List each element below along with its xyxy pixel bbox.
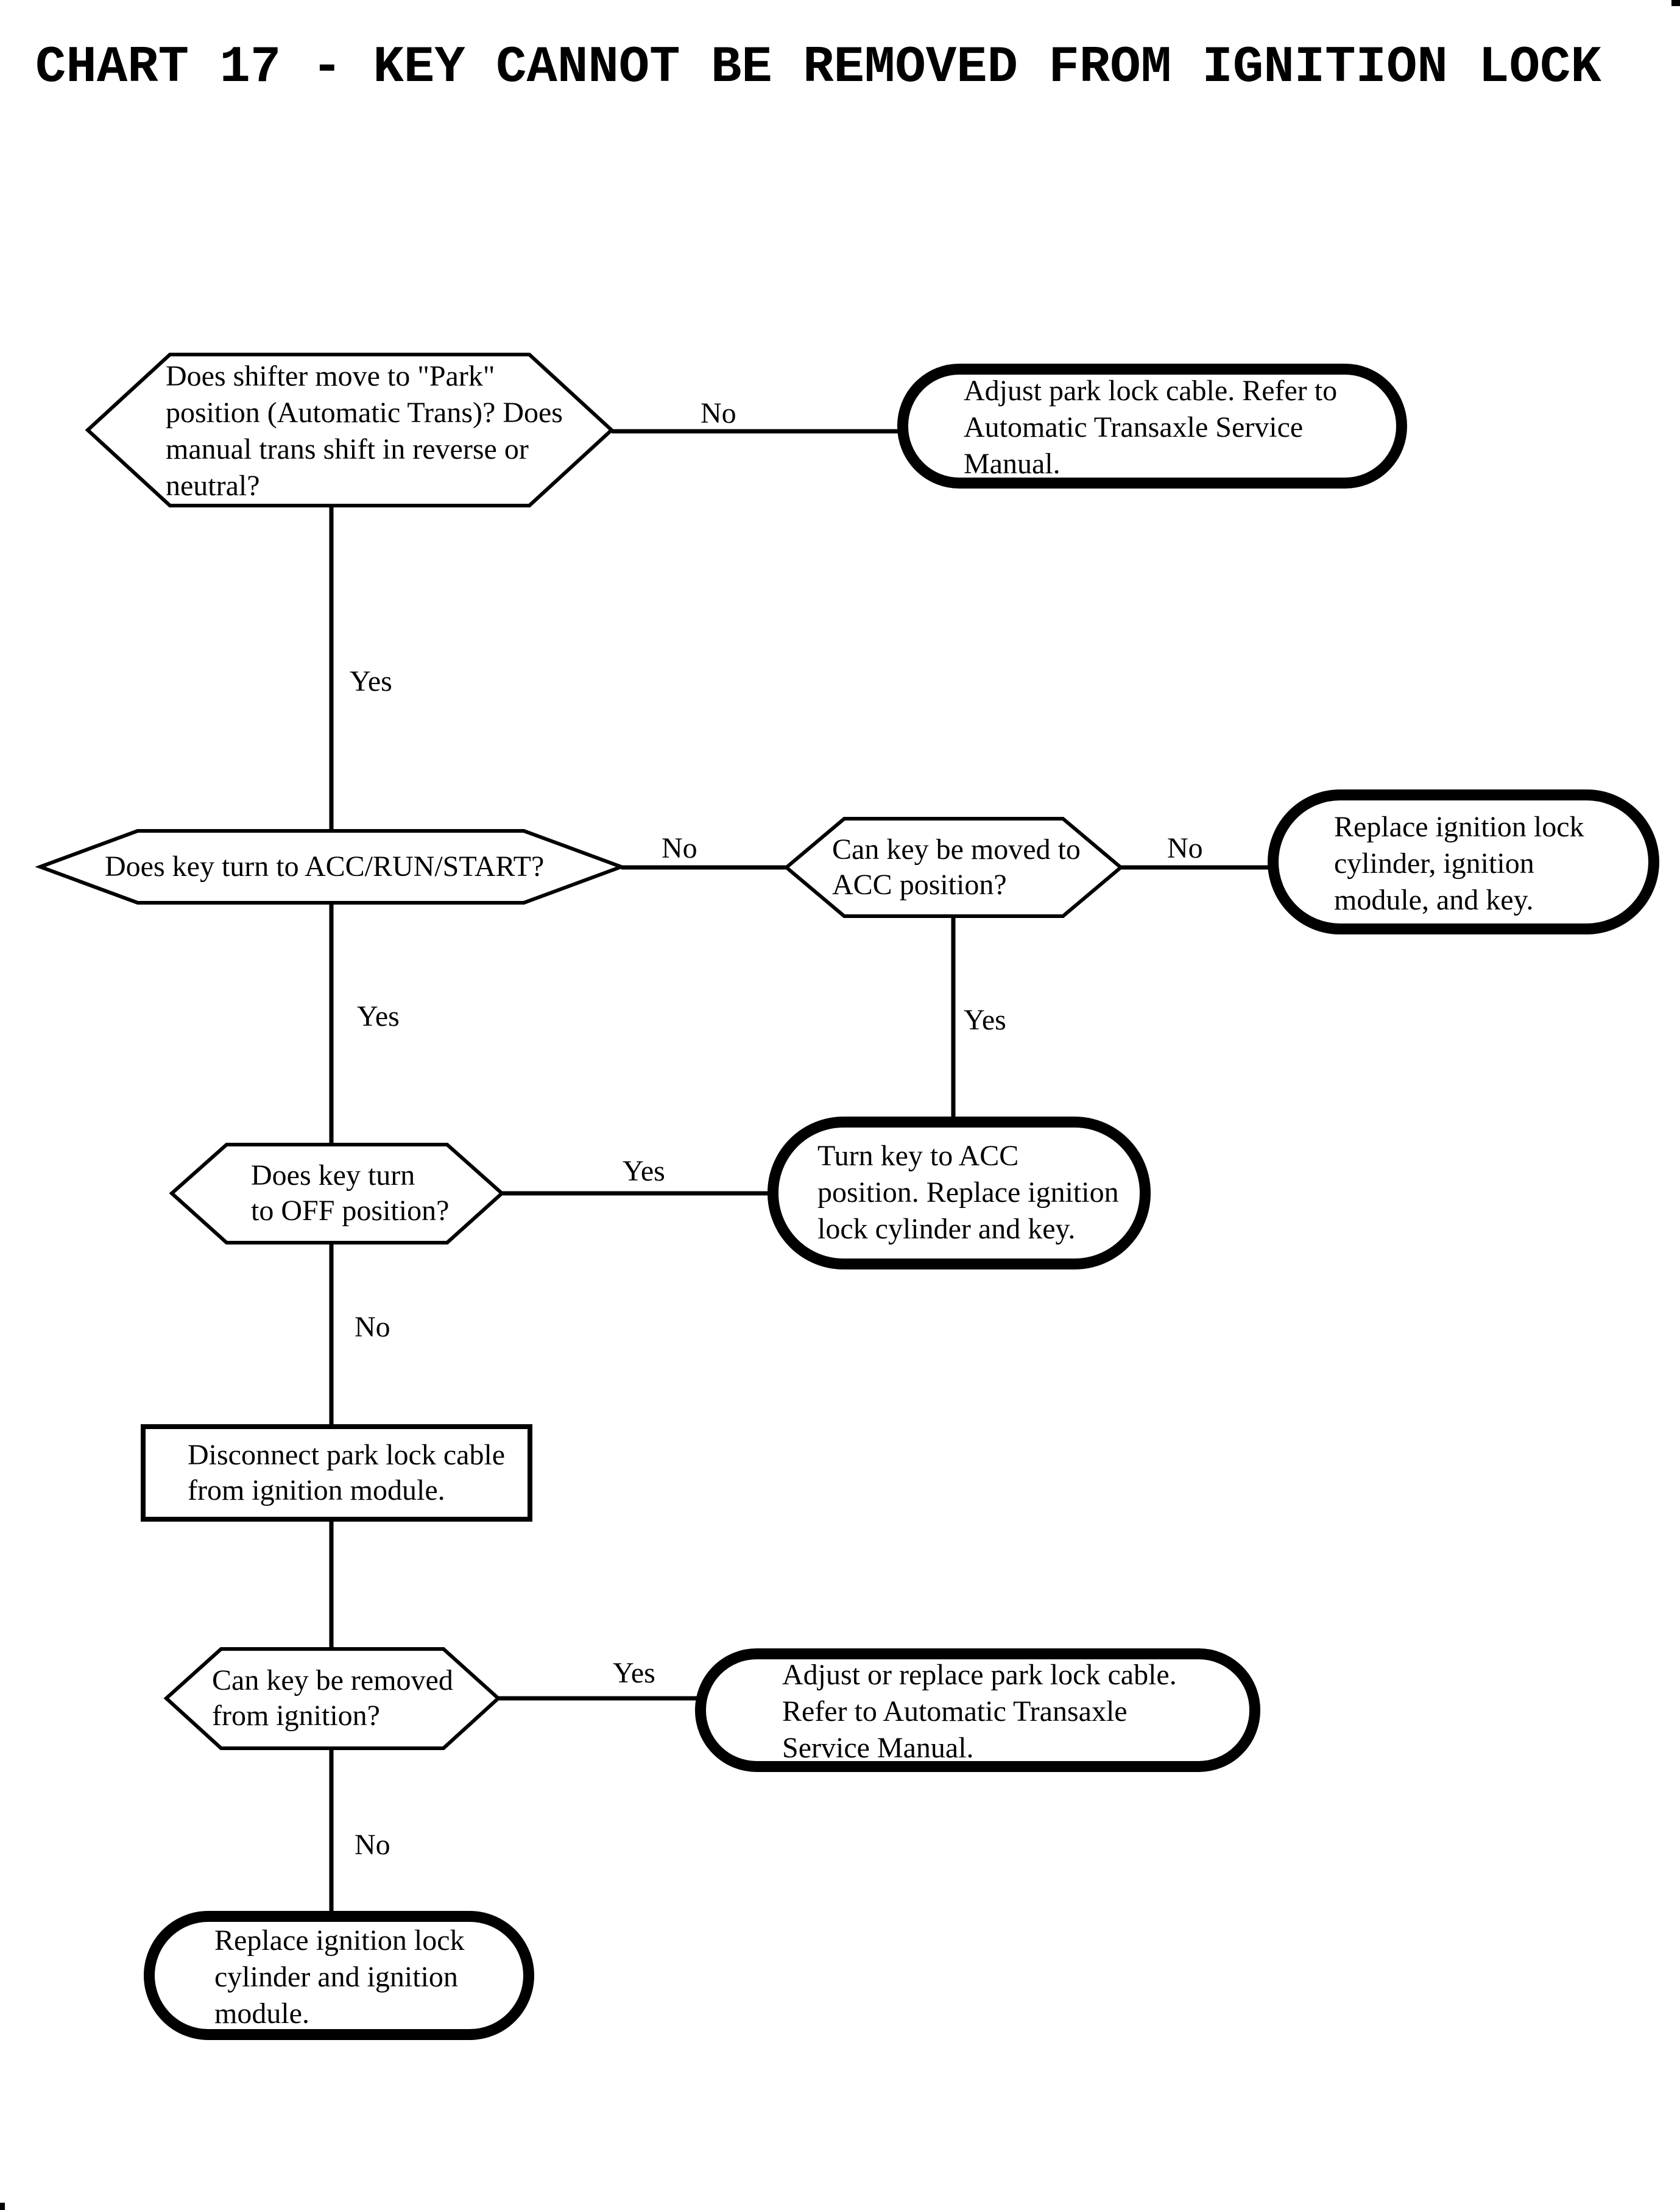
decision-shifter-park-text: Does shifter move to "Park" position (Au… xyxy=(166,360,563,502)
action-adjust-replace-cable-text: Adjust or replace park lock cable. Refer… xyxy=(782,1659,1177,1764)
connector-lines xyxy=(329,429,1274,1918)
oval-replace-cyl-mod xyxy=(144,1911,534,2040)
decision-key-off-text: Does key turn to OFF position? xyxy=(251,1159,450,1227)
page-title: CHART 17 - KEY CANNOT BE REMOVED FROM IG… xyxy=(35,39,1601,97)
process-disconnect-cable-text: Disconnect park lock cable from ignition… xyxy=(188,1439,506,1506)
decision-acc-run-start-text: Does key turn to ACC/RUN/START? xyxy=(105,850,545,883)
oval-adjust-park-cable xyxy=(897,364,1407,489)
oval-adjust-replace-cable xyxy=(695,1648,1260,1772)
rectangle-disconnect-cable xyxy=(141,1424,532,1522)
oval-replace-cyl-mod-key xyxy=(1268,789,1659,934)
decision-key-moved-acc-text: Can key be moved to ACC position? xyxy=(832,833,1081,901)
hexagon-key-off xyxy=(169,1143,505,1244)
edge-label-yes-5: Yes xyxy=(613,1657,655,1689)
edge-label-no-3: No xyxy=(1167,832,1203,864)
edge-label-no-5: No xyxy=(355,1829,390,1861)
action-turn-key-acc-text: Turn key to ACC position. Replace igniti… xyxy=(817,1140,1119,1245)
action-replace-cyl-mod-text: Replace ignition lock cylinder and ignit… xyxy=(214,1924,465,2030)
terminal-shapes xyxy=(144,364,1659,2040)
oval-turn-key-acc xyxy=(768,1117,1151,1269)
edge-label-no-4: No xyxy=(355,1311,390,1343)
action-replace-cyl-mod-key-text: Replace ignition lock cylinder, ignition… xyxy=(1334,811,1584,916)
scan-speck-top-right xyxy=(1671,0,1680,6)
hexagon-shifter-park xyxy=(85,353,615,507)
edge-label-yes-1: Yes xyxy=(350,665,392,697)
edge-label-no-2: No xyxy=(662,832,697,864)
hexagon-key-removed xyxy=(163,1647,501,1750)
hexagon-acc-run-start xyxy=(35,829,627,905)
edge-label-no-1: No xyxy=(701,397,736,429)
action-adjust-park-cable-text: Adjust park lock cable. Refer to Automat… xyxy=(964,375,1338,480)
edge-label-yes-4: Yes xyxy=(623,1155,665,1187)
decision-shapes xyxy=(35,353,1124,1750)
edge-label-yes-2: Yes xyxy=(357,1000,400,1033)
scan-speck-bottom-left xyxy=(0,2203,5,2210)
hexagon-key-moved-acc xyxy=(783,817,1124,918)
decision-key-removed-text: Can key be removed from ignition? xyxy=(212,1664,453,1732)
edge-label-yes-3: Yes xyxy=(964,1004,1006,1036)
